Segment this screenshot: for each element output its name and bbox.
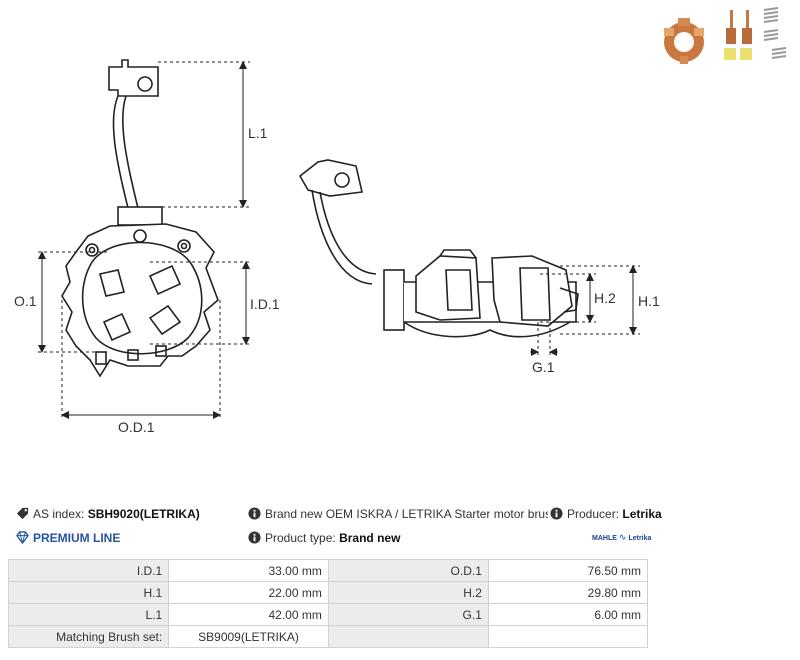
spec-label: H.1: [7, 581, 170, 604]
matching-brush-set-value: SB9009(LETRIKA): [168, 625, 329, 648]
premium-line-label: PREMIUM LINE: [33, 531, 121, 545]
spec-value: 22.00 mm: [168, 581, 329, 604]
spec-label: Matching Brush set:: [7, 625, 170, 648]
producer-value: Letrika: [622, 507, 662, 521]
table-row: I.D.1 33.00 mm O.D.1 76.50 mm: [7, 559, 649, 582]
as-index-label: AS index:: [33, 507, 85, 521]
spec-label: L.1: [7, 603, 170, 626]
spec-value: 29.80 mm: [487, 581, 649, 604]
spec-value: 33.00 mm: [168, 559, 329, 582]
specs-table: I.D.1 33.00 mm O.D.1 76.50 mm H.1 22.00 …: [7, 559, 649, 648]
spec-label: O.D.1: [327, 559, 489, 582]
tag-icon: [16, 507, 29, 520]
spec-value: 6.00 mm: [487, 603, 649, 626]
product-type-label: Product type:: [265, 531, 336, 545]
product-photo-icon: [664, 7, 787, 64]
spec-value: 42.00 mm: [168, 603, 329, 626]
table-row: L.1 42.00 mm G.1 6.00 mm: [7, 603, 649, 626]
producer-label: Producer:: [567, 507, 620, 521]
producer: Producer: Letrika: [548, 506, 662, 522]
as-index: AS index: SBH9020(LETRIKA): [16, 506, 200, 522]
dim-label-o1: O.1: [14, 293, 37, 309]
diamond-icon: [16, 531, 29, 544]
product-type-value: Brand new: [339, 531, 401, 545]
premium-line: PREMIUM LINE: [16, 530, 120, 546]
technical-drawing: L.1 O.1 I.D.1 O.D.1 H.2 H.1 G.1: [14, 59, 660, 435]
table-row: Matching Brush set: SB9009(LETRIKA): [7, 625, 649, 648]
description: Brand new OEM ISKRA / LETRIKA Starter mo…: [248, 506, 594, 522]
as-index-value: SBH9020(LETRIKA): [87, 507, 200, 521]
spec-label: [327, 625, 489, 648]
logo-wave-icon: ∿: [618, 532, 627, 542]
brand-logo-left: MAHLE: [592, 535, 617, 542]
description-text: Brand new OEM ISKRA / LETRIKA Starter mo…: [265, 507, 595, 521]
product-type: Product type: Brand new: [248, 530, 400, 546]
mahle-letrika-logo: MAHLE∿Letrika: [592, 532, 651, 543]
info-icon: [248, 531, 261, 544]
spec-label: G.1: [327, 603, 489, 626]
dim-label-od1: O.D.1: [118, 419, 155, 435]
dim-label-h1: H.1: [638, 293, 660, 309]
side-view: [298, 159, 579, 338]
dim-label-h2: H.2: [594, 290, 616, 306]
spec-label: I.D.1: [7, 559, 170, 582]
spec-value: [487, 625, 649, 648]
front-dimensions: [38, 61, 250, 420]
dim-label-g1: G.1: [532, 359, 555, 375]
info-icon: [248, 507, 261, 520]
brand-logo-right: Letrika: [628, 535, 652, 542]
spec-value: 76.50 mm: [487, 559, 649, 582]
front-view: [61, 59, 219, 378]
table-row: H.1 22.00 mm H.2 29.80 mm: [7, 581, 649, 604]
dim-label-l1: L.1: [248, 125, 268, 141]
side-dimensions: [530, 265, 640, 358]
dim-label-id1: I.D.1: [250, 296, 280, 312]
info-icon: [550, 507, 563, 520]
spec-label: H.2: [327, 581, 489, 604]
